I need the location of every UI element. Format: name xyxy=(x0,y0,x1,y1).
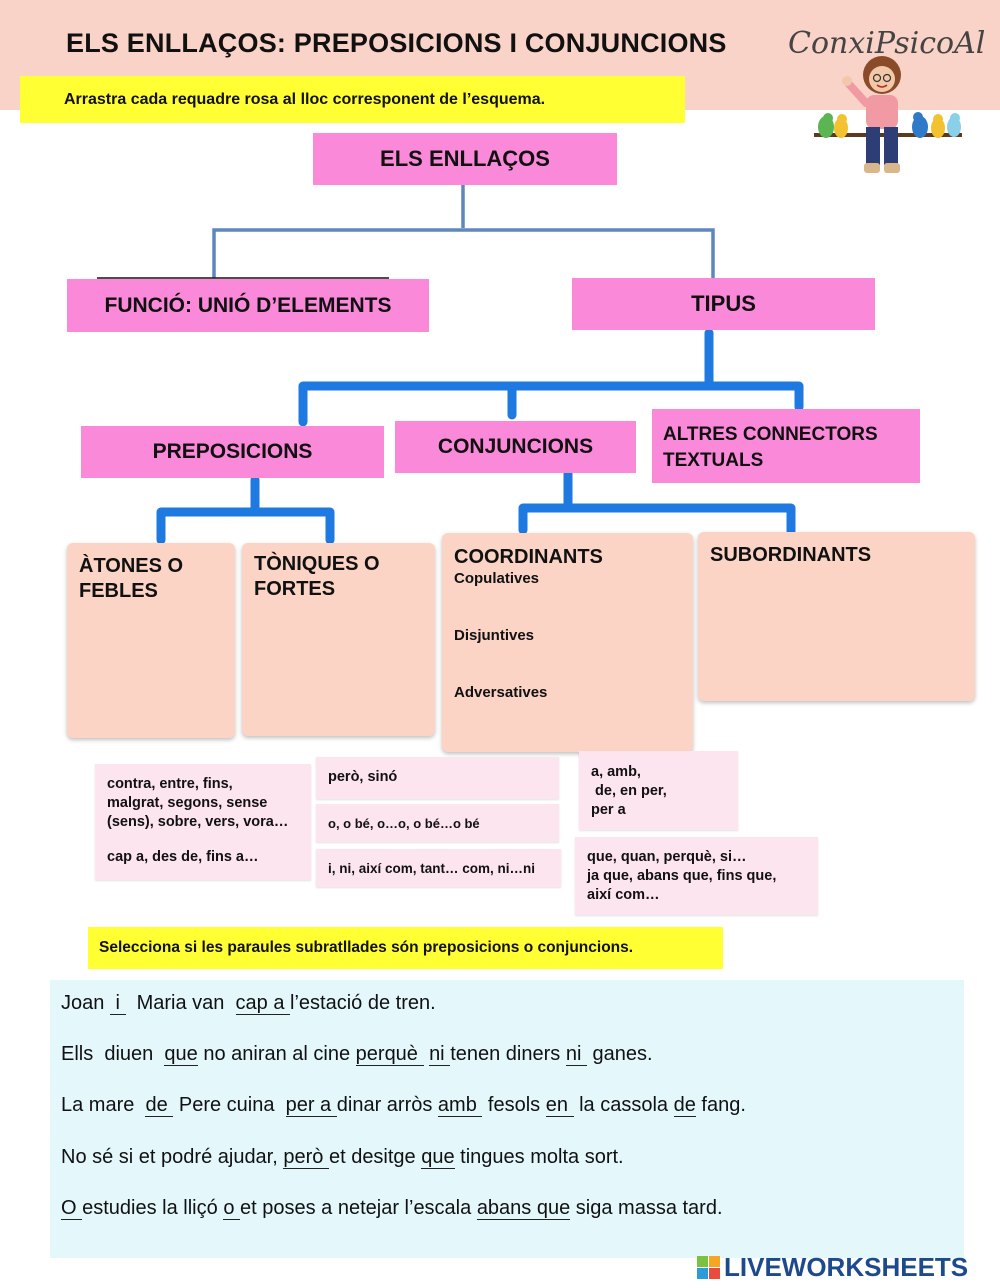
sentence-text: no aniran al cine xyxy=(197,1043,356,1065)
sentences-panel: Joan i Maria van cap a l’estació de tren… xyxy=(50,980,964,1258)
subordinants-dropzone[interactable]: SUBORDINANTS xyxy=(698,532,975,701)
conjuncions-box[interactable]: CONJUNCIONS xyxy=(395,421,636,473)
sentence-text: La mare xyxy=(61,1094,146,1116)
sentence-text: fesols xyxy=(482,1094,546,1116)
drag-item-adversatives[interactable]: però, sinó xyxy=(316,757,559,799)
page-title: ELS ENLLAÇOS: PREPOSICIONS I CONJUNCIONS xyxy=(66,28,727,58)
drag-item-disjuntives[interactable]: o, o bé, o…o, o bé…o bé xyxy=(316,804,559,842)
drag-line: de, en per, xyxy=(591,783,667,799)
drag-item-toniques[interactable]: contra, entre, fins, malgrat, segons, se… xyxy=(95,764,311,880)
sentence-text: et poses a netejar l’escala xyxy=(240,1197,477,1219)
sentence-text: No sé si et podré ajudar, xyxy=(61,1146,284,1168)
toniques-dropzone[interactable]: TÒNIQUES O FORTES xyxy=(242,543,435,736)
sentence-text: l’estació de tren. xyxy=(290,992,436,1014)
underlined-word-select[interactable]: que xyxy=(421,1146,455,1169)
toniques-label: TÒNIQUES O FORTES xyxy=(254,553,380,600)
sentence-text: fang. xyxy=(695,1094,746,1116)
drag-item-copulatives[interactable]: i, ni, així com, tant… com, ni…ni xyxy=(316,849,561,887)
underlined-word-select[interactable]: ni xyxy=(565,1043,587,1066)
sentence: No sé si et podré ajudar, però et desitg… xyxy=(61,1146,624,1169)
sentence-text: et desitge xyxy=(328,1146,422,1168)
underlined-word-select[interactable]: de xyxy=(673,1094,696,1117)
underlined-word-select[interactable]: de xyxy=(145,1094,174,1117)
disjuntives-label: Disjuntives xyxy=(454,627,535,644)
select-instruction: Selecciona si les paraules subratllades … xyxy=(88,927,723,969)
drag-item-subordinants[interactable]: que, quan, perquè, si… ja que, abans que… xyxy=(575,837,818,915)
drag-line: contra, entre, fins, xyxy=(107,776,233,792)
sentence-text: ganes. xyxy=(586,1043,653,1065)
sentence: O estudies la lliçó o et poses a netejar… xyxy=(61,1197,723,1220)
drag-line: a, amb, xyxy=(591,764,641,780)
drag-line: que, quan, perquè, si… xyxy=(587,849,747,865)
sentence-text: Pere cuina xyxy=(173,1094,286,1116)
atones-dropzone[interactable]: ÀTONES O FEBLES xyxy=(67,543,235,738)
subordinants-label: SUBORDINANTS xyxy=(710,544,872,566)
tipus-box: TIPUS xyxy=(572,278,875,330)
sentence-text: Maria van xyxy=(125,992,236,1014)
sentence-text: Joan xyxy=(61,992,110,1014)
drag-line: (sens), sobre, vers, vora… xyxy=(107,814,289,830)
sentence-text: siga massa tard. xyxy=(570,1197,723,1219)
underlined-word-select[interactable]: i xyxy=(109,992,126,1015)
drag-line: ja que, abans que, fins que, xyxy=(587,868,777,884)
underlined-word-select[interactable]: O xyxy=(61,1197,83,1220)
underlined-word-select[interactable]: amb xyxy=(437,1094,483,1117)
brand-signature: ConxiPsicoAl xyxy=(788,26,986,61)
diagram-connectors xyxy=(97,184,804,545)
drag-line: malgrat, segons, sense xyxy=(107,795,268,811)
sentence-text: estudies la lliçó xyxy=(82,1197,224,1219)
footer-brand: LIVEWORKSHEETS xyxy=(724,1252,969,1282)
sentence-text: dinar arròs xyxy=(336,1094,438,1116)
underlined-word-select[interactable]: per a xyxy=(285,1094,337,1117)
sentence-text: tenen diners xyxy=(450,1043,566,1065)
liveworksheets-logo: LIVEWORKSHEETS xyxy=(697,1252,968,1283)
drag-line: per a xyxy=(591,802,626,818)
underlined-word-select[interactable]: perquè xyxy=(355,1043,424,1066)
root-box: ELS ENLLAÇOS xyxy=(313,133,617,185)
drag-line: cap a, des de, fins a… xyxy=(107,849,259,865)
sentence-text: tingues molta sort. xyxy=(454,1146,624,1168)
sentence-text: la cassola xyxy=(573,1094,674,1116)
underlined-word-select[interactable]: en xyxy=(545,1094,574,1117)
coordinants-dropzone[interactable]: COORDINANTS Copulatives Disjuntives Adve… xyxy=(442,533,693,752)
sentence: Joan i Maria van cap a l’estació de tren… xyxy=(61,992,436,1015)
underlined-word-select[interactable]: abans que xyxy=(476,1197,571,1220)
sentence-text: Ells diuen xyxy=(61,1043,165,1065)
atones-label: ÀTONES O FEBLES xyxy=(79,555,184,602)
altres-connectors-box[interactable]: ALTRES CONNECTORS TEXTUALS xyxy=(652,409,920,483)
drag-instruction: Arrastra cada requadre rosa al lloc corr… xyxy=(20,76,685,123)
coordinants-label: COORDINANTS xyxy=(454,546,603,568)
adversatives-label: Adversatives xyxy=(454,684,548,701)
drag-line: així com… xyxy=(587,887,660,903)
liveworksheets-logo-icon xyxy=(697,1256,720,1279)
sentence: Ells diuen que no aniran al cine perquè … xyxy=(61,1043,653,1066)
underlined-word-select[interactable]: cap a xyxy=(235,992,291,1015)
drag-item-atones[interactable]: a, amb, de, en per, per a xyxy=(579,751,738,830)
teacher-avatar-icon xyxy=(808,55,968,190)
underlined-word-select[interactable]: que xyxy=(164,1043,198,1066)
copulatives-label: Copulatives xyxy=(454,570,540,587)
underlined-word-select[interactable]: o xyxy=(223,1197,240,1220)
drag-spacer xyxy=(107,832,311,848)
underlined-word-select[interactable]: però xyxy=(283,1146,329,1169)
sentence: La mare de Pere cuina per a dinar arròs … xyxy=(61,1094,746,1117)
underlined-word-select[interactable]: ni xyxy=(429,1043,451,1066)
preposicions-box[interactable]: PREPOSICIONS xyxy=(81,426,384,478)
funcio-box[interactable]: FUNCIÓ: UNIÓ D’ELEMENTS xyxy=(67,279,429,332)
